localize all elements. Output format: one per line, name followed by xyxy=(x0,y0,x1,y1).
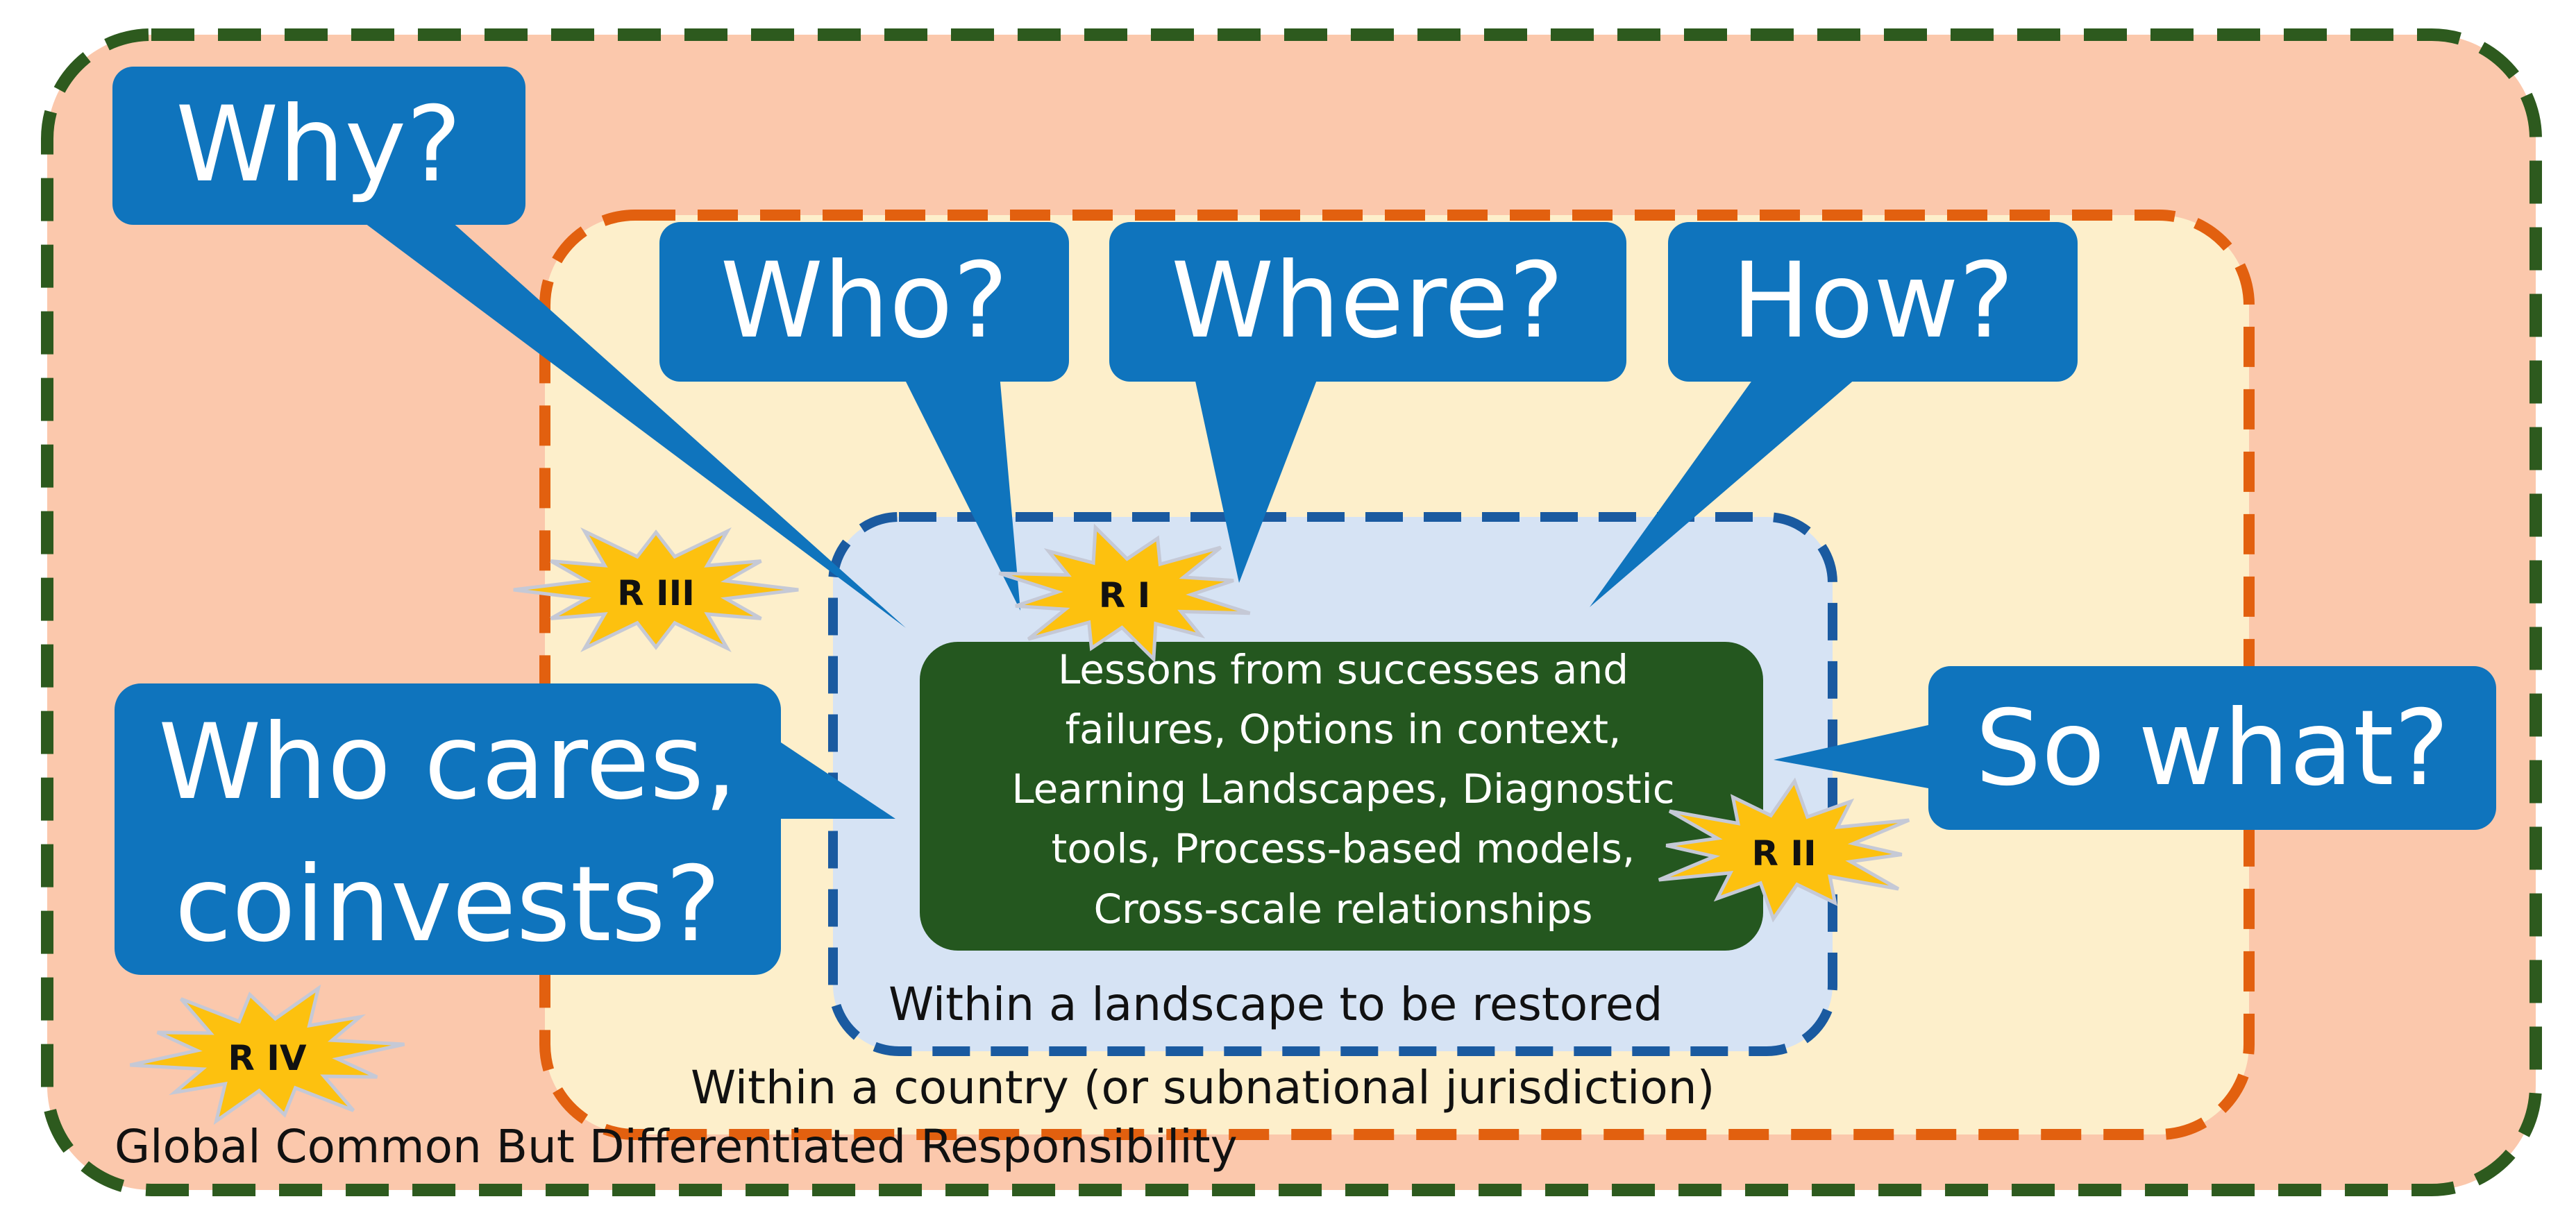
core-text-line-5: Cross-scale relationships xyxy=(1094,885,1593,933)
who-cares-question-line-2: coinvests? xyxy=(175,844,721,965)
why-bubble: Why? xyxy=(112,67,906,628)
who-cares-bubble-box xyxy=(115,683,781,975)
core-box xyxy=(920,642,1763,951)
why-bubble-box xyxy=(112,67,525,225)
who-cares-question-line-1: Who cares, xyxy=(158,702,737,823)
why-bubble-tail xyxy=(354,215,906,628)
so-what-question: So what? xyxy=(1976,688,2450,809)
so-what-bubble-box xyxy=(1928,666,2496,830)
who-bubble: Who? xyxy=(659,222,1069,611)
where-bubble: Where? xyxy=(1109,222,1626,583)
country-label: Within a country (or subnational jurisdi… xyxy=(691,1061,1715,1114)
who-question: Who? xyxy=(721,241,1009,362)
star-burst-icon xyxy=(998,523,1251,663)
who-bubble-box xyxy=(659,222,1069,382)
star-burst-icon xyxy=(513,527,799,652)
core-text-line-3: Learning Landscapes, Diagnostic xyxy=(1011,765,1674,813)
how-bubble-box xyxy=(1668,222,2078,382)
so-what-bubble-tail xyxy=(1774,722,1944,791)
research-star-r2: R II xyxy=(1658,777,1910,923)
star-burst-icon xyxy=(1658,777,1910,923)
so-what-bubble: So what? xyxy=(1774,666,2496,830)
why-question: Why? xyxy=(176,85,462,205)
star-label-r3: R III xyxy=(617,573,695,613)
who-bubble-tail xyxy=(902,375,1020,611)
star-label-r1: R I xyxy=(1099,575,1151,615)
who-cares-bubble: Who cares, coinvests? xyxy=(115,683,895,975)
where-bubble-box xyxy=(1109,222,1626,382)
where-bubble-tail xyxy=(1194,375,1319,583)
how-bubble: How? xyxy=(1590,222,2078,607)
core-text-line-2: failures, Options in context, xyxy=(1066,706,1622,753)
landscape-label: Within a landscape to be restored xyxy=(889,978,1662,1031)
global-label: Global Common But Differentiated Respons… xyxy=(115,1120,1238,1173)
research-star-r3: R III xyxy=(513,527,799,652)
research-star-r4: R IV xyxy=(129,984,405,1125)
who-cares-bubble-tail xyxy=(750,722,895,819)
how-bubble-tail xyxy=(1590,375,1860,607)
star-label-r4: R IV xyxy=(228,1038,307,1078)
core-text-line-4: tools, Process-based models, xyxy=(1052,825,1635,872)
where-question: Where? xyxy=(1171,241,1564,362)
core-text-line-1: Lessons from successes and xyxy=(1058,646,1628,693)
how-question: How? xyxy=(1732,241,2014,362)
star-burst-icon xyxy=(129,984,405,1125)
research-star-r1: R I xyxy=(998,523,1251,663)
star-label-r2: R II xyxy=(1751,833,1816,874)
